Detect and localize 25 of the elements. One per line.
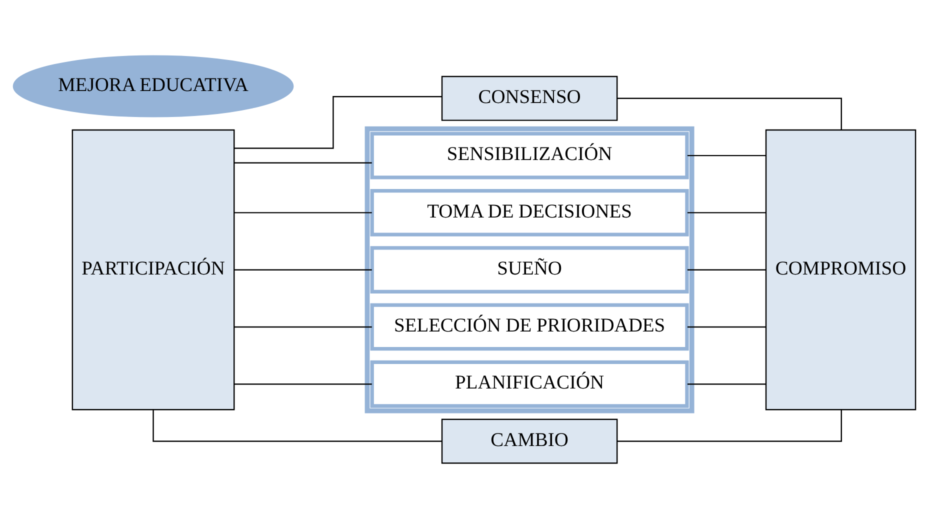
connector [234, 212, 372, 214]
connector [234, 269, 372, 270]
node-box: SELECCIÓN DE PRIORIDADES [370, 303, 689, 351]
connector [687, 326, 766, 328]
connector [687, 154, 766, 156]
connector [687, 384, 766, 385]
node-box: SUEÑO [370, 246, 689, 294]
node-box: CONSENSO [441, 76, 618, 121]
node-box: COMPROMISO [765, 129, 916, 410]
node-box: PARTICIPACIÓN [72, 129, 235, 410]
connector [152, 410, 442, 442]
node-box: PLANIFICACIÓN [370, 360, 689, 408]
connector [617, 410, 842, 442]
connector [687, 269, 766, 270]
cluster [364, 126, 694, 414]
connector [617, 98, 842, 130]
node-ellipse: MEJORA EDUCATIVA [12, 55, 294, 118]
connector [234, 326, 372, 328]
connector [234, 384, 372, 385]
connector [234, 162, 372, 164]
connector [234, 96, 442, 149]
node-box: TOMA DE DECISIONES [370, 188, 689, 236]
node-box: CAMBIO [441, 418, 618, 464]
node-box: SENSIBILIZACIÓN [370, 132, 689, 180]
connector [687, 212, 766, 214]
